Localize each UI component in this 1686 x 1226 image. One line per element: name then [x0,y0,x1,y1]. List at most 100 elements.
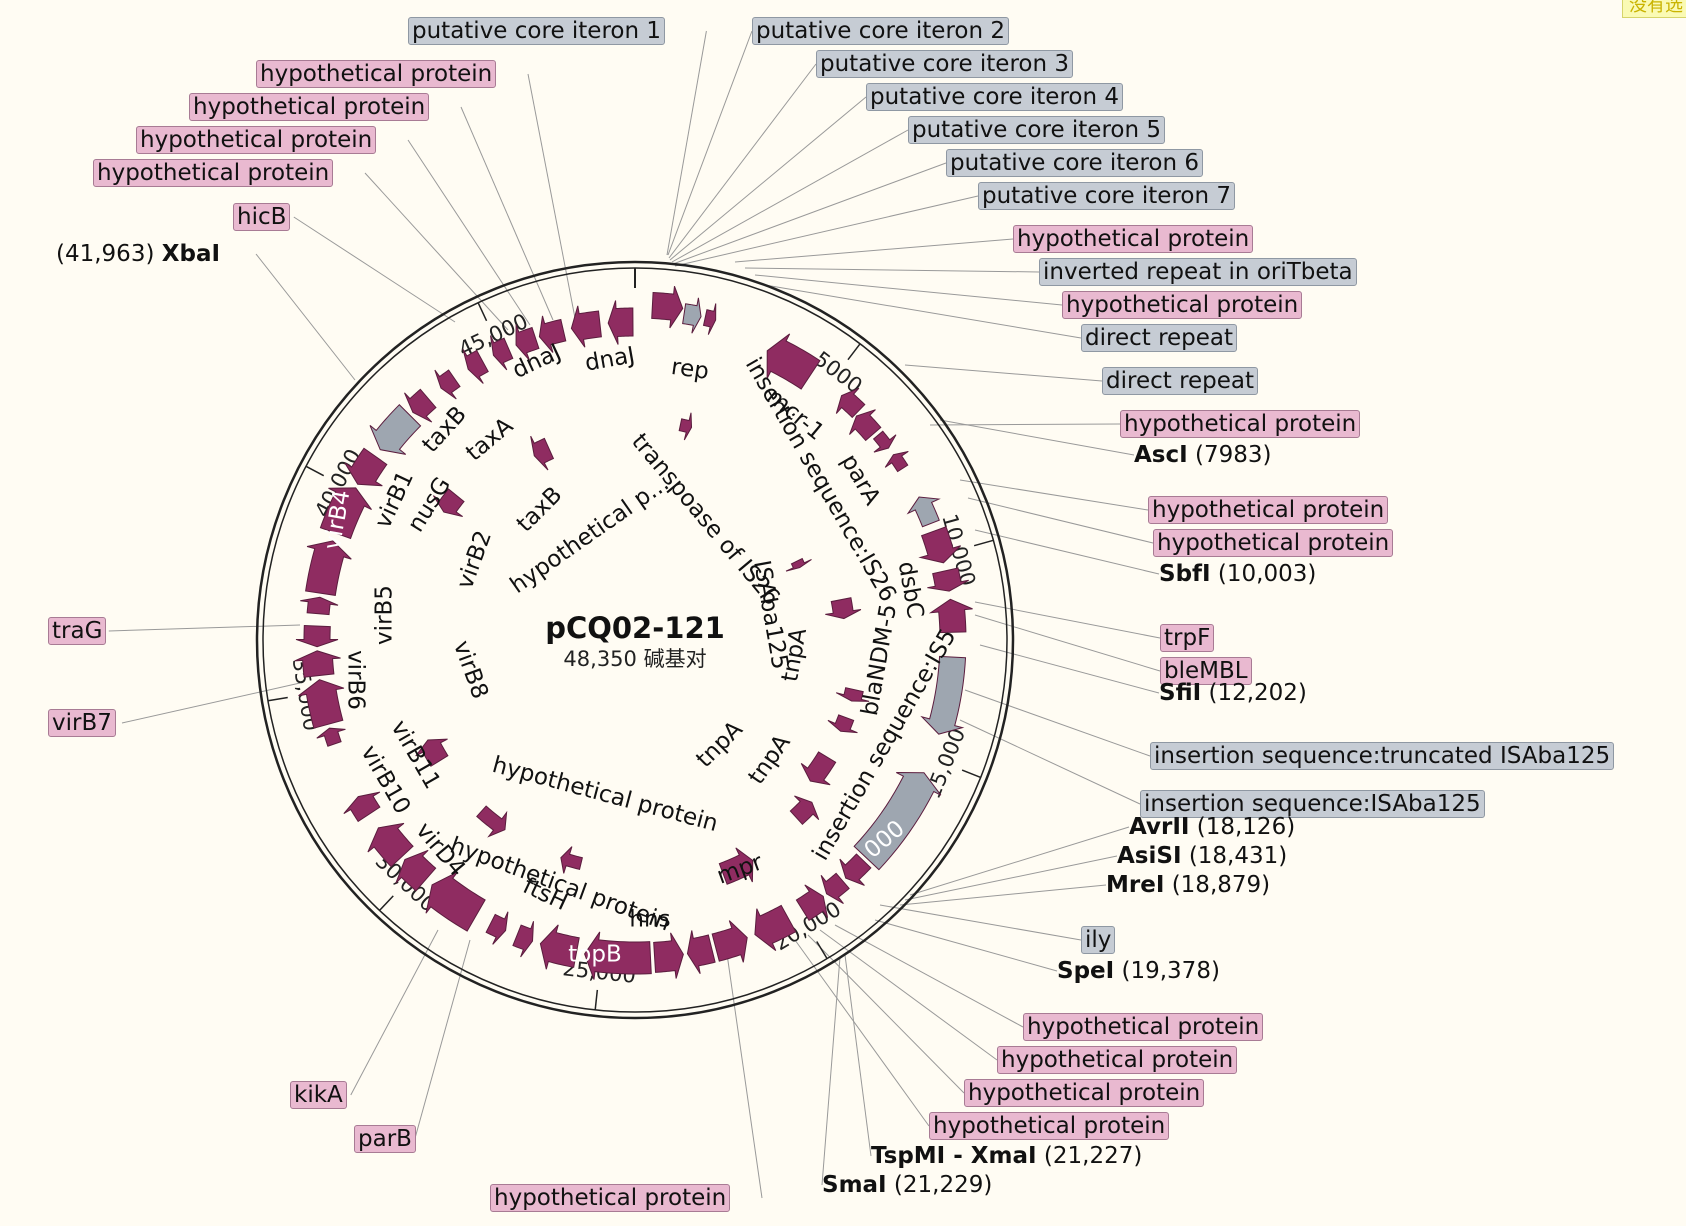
feature-arrow[interactable] [344,447,388,487]
feature-arrow[interactable] [835,687,870,702]
feature-callout[interactable]: putative core iteron 7 [978,182,1236,210]
feature-callout[interactable]: putative core iteron 4 [866,83,1124,111]
feature-callout[interactable]: putative core iteron 3 [816,50,1074,78]
feature-arrow[interactable] [515,324,540,361]
enzyme-site[interactable]: AsiSI (18,431) [1117,843,1287,869]
feature-callout[interactable]: hypothetical protein [256,60,497,88]
feature-callout[interactable]: putative core iteron 2 [752,17,1010,45]
enzyme-site[interactable]: SbfI (10,003) [1159,561,1316,587]
feature-callout[interactable]: direct repeat [1102,367,1259,395]
feature-arrow[interactable] [906,496,941,528]
feature-arrow[interactable] [462,348,489,384]
feature-arrow[interactable] [432,488,465,518]
feature-callout[interactable]: hypothetical protein [1023,1013,1264,1041]
feature-arrow[interactable] [849,409,882,442]
feature-arrow[interactable] [538,315,567,353]
feature-arrow[interactable] [927,567,969,592]
feature-arrow[interactable] [839,853,872,886]
feature-arrow[interactable] [884,450,909,473]
feature-callout[interactable]: bleMBL [1160,657,1252,685]
enzyme-site[interactable]: TspMI - XmaI (21,227) [871,1143,1142,1169]
feature-arrow[interactable] [785,557,812,572]
feature-arrow[interactable] [827,714,858,734]
feature-callout[interactable]: parB [354,1125,416,1153]
feature-callout[interactable]: hypothetical protein [1148,496,1389,524]
enzyme-site[interactable]: AscI (7983) [1134,442,1271,468]
feature-arrow[interactable] [295,624,339,648]
feature-arrow[interactable] [651,286,684,329]
feature-callout[interactable]: hypothetical protein [490,1184,731,1212]
feature-callout[interactable]: inverted repeat in oriTbeta [1039,258,1357,286]
feature-arrow[interactable] [319,487,372,540]
feature-callout[interactable]: putative core iteron 6 [946,149,1204,177]
feature-callout[interactable]: hypothetical protein [997,1046,1238,1074]
feature-arrow[interactable] [682,297,702,334]
feature-callout[interactable]: putative core iteron 5 [908,116,1166,144]
feature-callout[interactable]: trpF [1160,624,1215,652]
feature-arrow[interactable] [294,650,341,678]
feature-arrow[interactable] [754,904,797,951]
feature-callout[interactable]: hypothetical protein [1013,225,1254,253]
feature-arrow[interactable] [316,727,346,747]
feature-callout[interactable]: hypothetical protein [964,1079,1205,1107]
feature-callout[interactable]: hypothetical protein [93,159,334,187]
feature-arrow[interactable] [766,333,821,390]
feature-callout[interactable]: direct repeat [1081,324,1238,352]
feature-arrow[interactable] [305,540,352,596]
feature-arrow[interactable] [702,303,717,335]
enzyme-site[interactable]: AvrII (18,126) [1129,814,1295,840]
feature-arrow[interactable] [825,597,862,620]
feature-callout[interactable]: traG [48,617,107,645]
feature-arrow[interactable] [343,791,381,823]
feature-arrow[interactable] [835,387,866,419]
feature-arrow[interactable] [570,305,602,348]
feature-arrow[interactable] [711,920,748,963]
feature-arrow[interactable] [415,738,449,767]
enzyme-site[interactable]: SfiI (12,202) [1159,680,1307,706]
feature-arrow[interactable] [530,435,555,471]
feature-arrow[interactable] [678,412,693,441]
feature-arrow[interactable] [425,871,486,932]
feature-arrow[interactable] [395,849,437,892]
feature-callout[interactable]: kikA [290,1081,347,1109]
feature-callout[interactable]: putative core iteron 1 [408,17,666,45]
feature-arrow[interactable] [686,930,716,974]
feature-arrow[interactable] [853,772,942,871]
feature-callout[interactable]: hypothetical protein [189,93,430,121]
feature-arrow[interactable] [789,795,820,826]
feature-arrow[interactable] [560,846,583,874]
feature-arrow[interactable] [298,679,345,729]
feature-arrow[interactable] [820,872,850,904]
feature-arrow[interactable] [653,932,684,979]
enzyme-site[interactable]: SmaI (21,229) [822,1172,992,1198]
feature-arrow[interactable] [584,931,652,980]
feature-callout[interactable]: hypothetical protein [1062,291,1303,319]
feature-callout[interactable]: ily [1081,926,1116,954]
feature-arrow[interactable] [539,924,580,970]
feature-callout[interactable]: hypothetical protein [136,126,377,154]
feature-arrow[interactable] [512,921,535,958]
feature-arrow[interactable] [918,526,961,564]
feature-callout[interactable]: hypothetical protein [1120,410,1361,438]
feature-arrow[interactable] [920,655,967,735]
feature-arrow[interactable] [300,596,339,616]
feature-callout[interactable]: virB7 [48,709,116,737]
feature-callout[interactable]: hypothetical protein [1153,529,1394,557]
feature-arrow[interactable] [404,388,437,423]
feature-callout[interactable]: insertion sequence:ISAba125 [1140,790,1485,818]
enzyme-site[interactable]: MreI (18,879) [1106,872,1270,898]
feature-arrow[interactable] [795,884,829,922]
enzyme-site[interactable]: (41,963) XbaI [56,241,220,267]
feature-arrow[interactable] [485,911,509,945]
enzyme-site[interactable]: SpeI (19,378) [1057,958,1220,984]
feature-arrow[interactable] [800,751,837,786]
feature-callout[interactable]: hypothetical protein [929,1112,1170,1140]
feature-arrow[interactable] [476,805,508,838]
feature-arrow[interactable] [928,598,973,634]
feature-callout[interactable]: hicB [233,203,291,231]
feature-callout[interactable]: insertion sequence:truncated ISAba125 [1150,742,1615,770]
feature-arrow[interactable] [369,404,422,455]
feature-arrow[interactable] [718,847,754,885]
feature-arrow[interactable] [367,822,414,868]
feature-arrow[interactable] [490,335,514,371]
